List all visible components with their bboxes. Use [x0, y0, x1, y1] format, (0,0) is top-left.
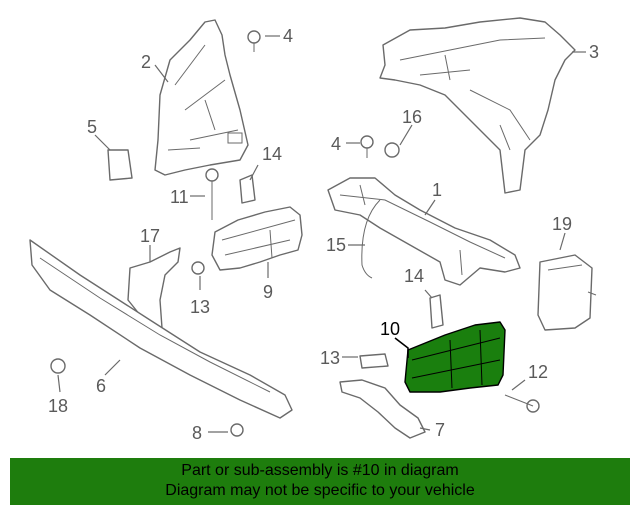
- callout-17: 17: [140, 226, 160, 246]
- callout-10-highlighted: 10: [380, 319, 400, 339]
- callout-4-mid: 4: [331, 134, 341, 154]
- part-6-bracket: [339, 379, 426, 439]
- callout-12: 12: [528, 362, 548, 382]
- part-14-bracket-upper: [239, 174, 256, 204]
- info-banner: Part or sub-assembly is #10 in diagram D…: [10, 458, 630, 505]
- banner-line-1: Part or sub-assembly is #10 in diagram: [181, 462, 459, 479]
- fastener-8: [230, 423, 244, 437]
- banner-line-2: Diagram may not be specific to your vehi…: [165, 482, 475, 499]
- part-9-bracket: [211, 206, 303, 271]
- fastener-18: [50, 358, 66, 374]
- part-3-frame: [379, 17, 576, 194]
- fastener-13-left: [191, 261, 205, 275]
- part-2-bracket: [154, 19, 249, 176]
- fastener-11: [205, 168, 219, 220]
- fastener-5: [107, 149, 133, 181]
- callout-labels: 4 2 3 5 16 4 14 11 1 19 17 15 14 9 13 10…: [48, 26, 599, 443]
- callout-3: 3: [589, 42, 599, 62]
- callout-15: 15: [326, 235, 346, 255]
- part-10-highlighted-bracket: [404, 321, 506, 393]
- callout-19: 19: [552, 214, 572, 234]
- callout-13-right: 13: [320, 348, 340, 368]
- part-15-rod: [361, 199, 381, 279]
- fastener-4-upper: [247, 30, 261, 52]
- callout-1: 1: [432, 180, 442, 200]
- fastener-4-mid: [360, 135, 374, 158]
- part-14-bracket-lower: [429, 294, 444, 329]
- callout-9: 9: [263, 282, 273, 302]
- callout-11: 11: [170, 187, 189, 207]
- callout-14-upper: 14: [262, 144, 282, 164]
- leader-lines: [57, 35, 586, 433]
- callout-18: 18: [48, 396, 68, 416]
- fastener-16: [384, 142, 400, 158]
- part-19-module: [537, 254, 597, 331]
- callout-13-left: 13: [190, 297, 210, 317]
- callout-14-lower: 14: [404, 266, 424, 286]
- callout-6: 7: [435, 420, 445, 440]
- callout-7: 6: [96, 376, 106, 396]
- callout-16: 16: [402, 107, 422, 127]
- fastener-13-right: [359, 353, 389, 369]
- part-7-reinforcement: [29, 239, 293, 419]
- callout-2: 2: [141, 52, 151, 72]
- callout-8: 8: [192, 423, 202, 443]
- callout-4-top: 4: [283, 26, 293, 46]
- callout-5: 5: [87, 117, 97, 137]
- fastener-12: [504, 394, 540, 413]
